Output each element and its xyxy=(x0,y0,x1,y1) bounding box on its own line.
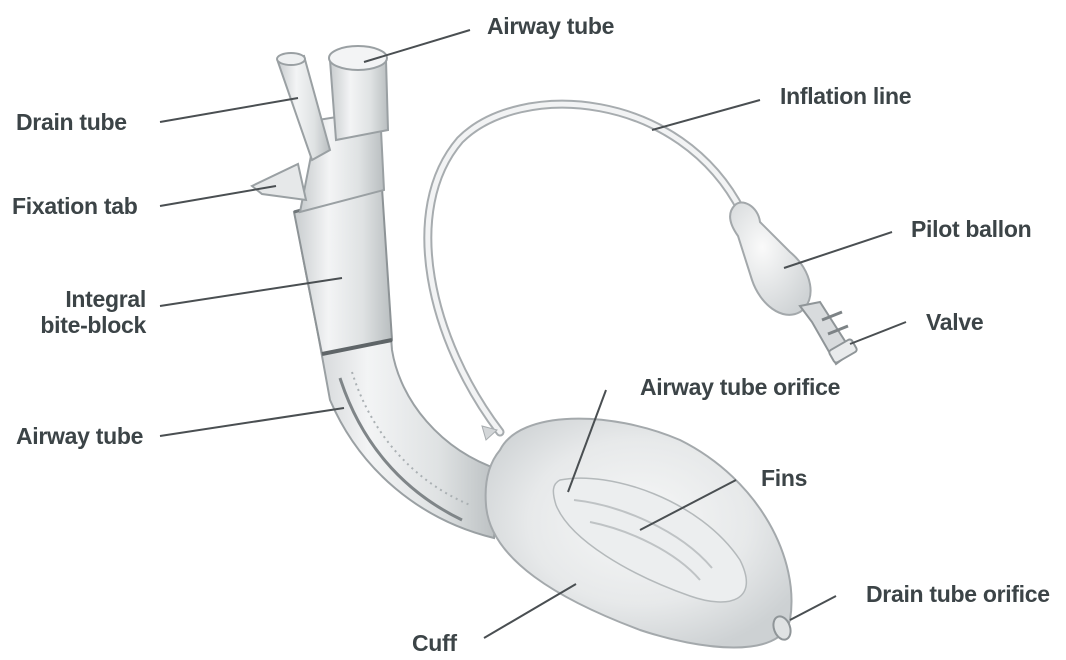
label-airway-tube-top: Airway tube xyxy=(487,13,614,39)
fixation-tab xyxy=(252,164,306,200)
leader-pilot-ballon xyxy=(784,232,892,268)
label-cuff: Cuff xyxy=(412,630,457,656)
label-inflation-line: Inflation line xyxy=(780,83,911,109)
leader-valve xyxy=(850,322,906,344)
leader-drain-tube-orifice xyxy=(790,596,836,620)
label-drain-tube: Drain tube xyxy=(16,109,127,135)
label-fins: Fins xyxy=(761,465,807,491)
label-fixation-tab: Fixation tab xyxy=(12,193,137,219)
valve xyxy=(800,302,858,364)
leader-airway-tube-left xyxy=(160,408,344,436)
drain-tube xyxy=(277,53,330,160)
leader-airway-tube-top xyxy=(364,30,470,62)
label-drain-tube-orifice: Drain tube orifice xyxy=(866,581,1050,607)
leader-inflation-line xyxy=(652,100,760,130)
label-airway-tube-left: Airway tube xyxy=(16,423,143,449)
leader-fixation-tab xyxy=(160,186,276,206)
leader-drain-tube xyxy=(160,98,298,122)
label-airway-tube-orifice: Airway tube orifice xyxy=(640,374,840,400)
label-integral-bite-block-line2: bite-block xyxy=(40,312,146,338)
leader-cuff xyxy=(484,584,576,638)
airway-tube-top xyxy=(329,46,388,140)
label-pilot-ballon: Pilot ballon xyxy=(911,216,1031,242)
label-integral-bite-block-line1: Integral xyxy=(40,286,146,312)
label-integral-bite-block: Integral bite-block xyxy=(40,286,146,338)
integral-bite-block xyxy=(294,188,392,354)
pilot-balloon xyxy=(730,202,811,314)
cuff xyxy=(486,419,794,648)
label-valve: Valve xyxy=(926,309,983,335)
